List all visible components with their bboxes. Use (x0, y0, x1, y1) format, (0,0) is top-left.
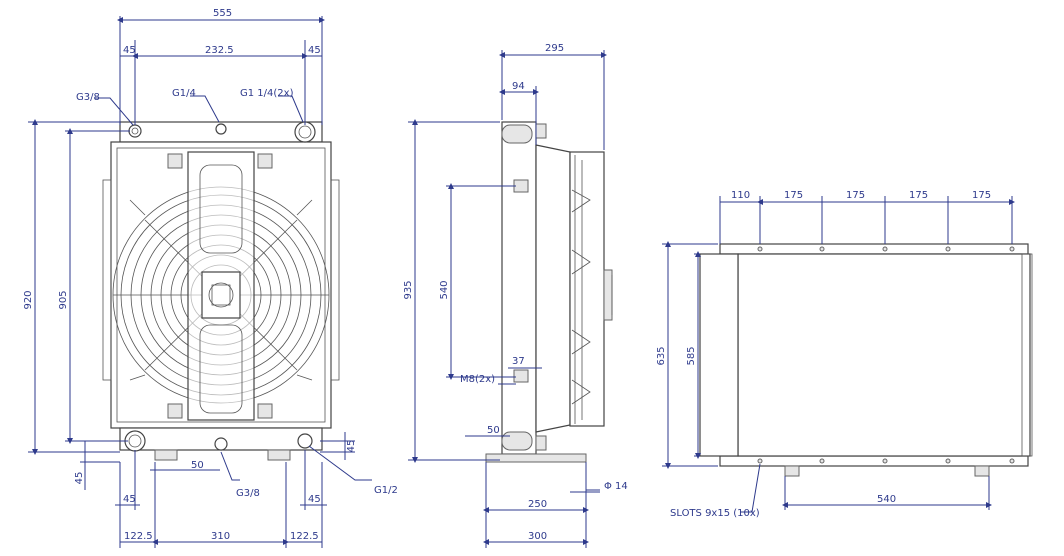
svg-text:45: 45 (123, 45, 136, 56)
svg-text:G1 1/4(2x): G1 1/4(2x) (240, 88, 294, 99)
svg-text:905: 905 (58, 290, 69, 309)
side-core (501, 121, 537, 455)
port-g38-top (128, 124, 142, 138)
svg-text:45: 45 (123, 494, 136, 505)
svg-text:300: 300 (528, 531, 547, 542)
svg-text:935: 935 (403, 280, 414, 299)
svg-text:122.5: 122.5 (290, 531, 319, 542)
svg-text:45: 45 (346, 440, 357, 453)
port-g38-bottom (214, 437, 228, 451)
port-g12 (297, 433, 313, 449)
svg-text:45: 45 (308, 45, 321, 56)
svg-text:G1/2: G1/2 (374, 485, 398, 496)
svg-text:250: 250 (528, 499, 547, 510)
svg-text:540: 540 (439, 280, 450, 299)
svg-text:45: 45 (74, 472, 85, 485)
svg-text:G3/8: G3/8 (236, 488, 260, 499)
svg-text:175: 175 (909, 190, 928, 201)
side-view (485, 121, 613, 463)
svg-text:94: 94 (512, 81, 525, 92)
back-bottom-rail (719, 455, 1029, 467)
back-top-rail (719, 243, 1029, 255)
back-core (737, 253, 1031, 457)
front-dimensions (28, 16, 372, 548)
back-dimensions (662, 196, 1015, 513)
side-shroud (535, 144, 571, 433)
motor-hub (201, 271, 241, 319)
side-dim-labels: 295 94 935 540 M8(2x) 37 50 250 300 Φ 14 (403, 43, 628, 542)
svg-text:110: 110 (731, 190, 750, 201)
front-dim-labels: 555 45 232.5 45 G3/8 G1/4 G1 1/4(2x) 920… (23, 8, 398, 542)
svg-text:50: 50 (191, 460, 204, 471)
back-dim-labels: 110 175 175 175 175 635 585 SLOTS 9x15 (… (656, 190, 991, 519)
side-dimensions (408, 50, 607, 548)
svg-text:175: 175 (784, 190, 803, 201)
svg-text:635: 635 (656, 346, 667, 365)
svg-text:175: 175 (846, 190, 865, 201)
svg-text:G3/8: G3/8 (76, 92, 100, 103)
back-view (699, 243, 1033, 477)
svg-text:50: 50 (487, 425, 500, 436)
side-fan-guard (569, 151, 605, 427)
back-header (699, 253, 739, 457)
svg-text:232.5: 232.5 (205, 45, 234, 56)
svg-text:122.5: 122.5 (124, 531, 153, 542)
port-g14 (215, 123, 227, 135)
svg-text:M8(2x): M8(2x) (460, 374, 495, 385)
svg-text:555: 555 (213, 8, 232, 19)
svg-text:175: 175 (972, 190, 991, 201)
svg-text:310: 310 (211, 531, 230, 542)
svg-text:SLOTS 9x15 (10x): SLOTS 9x15 (10x) (670, 508, 760, 519)
svg-text:45: 45 (308, 494, 321, 505)
svg-text:585: 585 (686, 346, 697, 365)
svg-text:Φ 14: Φ 14 (604, 481, 628, 492)
svg-text:920: 920 (23, 290, 34, 309)
front-view (102, 121, 340, 461)
svg-text:540: 540 (877, 494, 896, 505)
svg-text:37: 37 (512, 356, 525, 367)
svg-text:295: 295 (545, 43, 564, 54)
svg-text:G1/4: G1/4 (172, 88, 196, 99)
